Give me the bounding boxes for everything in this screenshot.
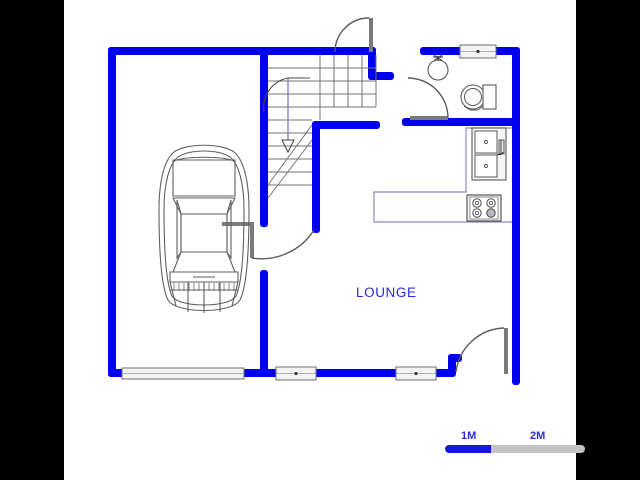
wall-exterior-left bbox=[108, 47, 116, 377]
window-bathroom bbox=[459, 44, 497, 59]
wall-exterior-top-left bbox=[108, 47, 266, 55]
stair-direction-arrow bbox=[263, 77, 310, 154]
floor-plan-drawing bbox=[108, 17, 520, 385]
wall-exterior-top-center bbox=[260, 47, 376, 55]
kitchen-sink bbox=[471, 127, 507, 181]
door-bathroom bbox=[407, 77, 449, 120]
letterbox-left bbox=[0, 0, 64, 480]
staircase bbox=[263, 55, 377, 199]
scale-label-2m: 2M bbox=[530, 430, 546, 442]
wall-interior-garage-divider-lower bbox=[260, 270, 268, 377]
stove-hob bbox=[466, 194, 502, 222]
walls bbox=[108, 47, 520, 385]
scale-bar-track bbox=[445, 445, 585, 453]
door-lounge-right bbox=[455, 327, 508, 374]
wall-interior-garage-divider-upper bbox=[260, 47, 268, 227]
doors bbox=[222, 17, 508, 374]
wall-exterior-bottom-mid-b bbox=[314, 369, 398, 377]
letterbox-right bbox=[576, 0, 640, 480]
floor-plan-canvas: LOUNGE 1M 2M bbox=[64, 0, 585, 480]
garage-door bbox=[121, 367, 245, 380]
door-entry-top bbox=[334, 17, 373, 53]
car bbox=[158, 144, 250, 313]
scale-label-1m: 1M bbox=[461, 430, 477, 442]
wall-interior-stair-right bbox=[312, 121, 320, 231]
openings bbox=[121, 44, 497, 381]
scale-bar: 1M 2M bbox=[445, 430, 590, 460]
wall-entry-jamb-left bbox=[368, 47, 376, 79]
scale-bar-labels: 1M 2M bbox=[445, 430, 590, 444]
bathroom-fixtures bbox=[427, 54, 497, 111]
wall-entry-jamb-right bbox=[368, 72, 394, 80]
wall-bathroom-door-jamb bbox=[402, 118, 410, 126]
wall-interior-stair-bottom bbox=[312, 121, 380, 129]
toilet bbox=[460, 84, 497, 111]
wall-exterior-right bbox=[512, 47, 520, 385]
wall-exterior-bottom-left-stub bbox=[108, 369, 124, 377]
room-label-lounge: LOUNGE bbox=[356, 285, 417, 300]
scale-bar-fill bbox=[445, 445, 491, 453]
window-bottom-right bbox=[395, 366, 437, 381]
wash-basin bbox=[427, 54, 449, 81]
window-bottom-left bbox=[275, 366, 317, 381]
door-garage-interior bbox=[222, 222, 315, 260]
kitchen bbox=[373, 127, 512, 223]
